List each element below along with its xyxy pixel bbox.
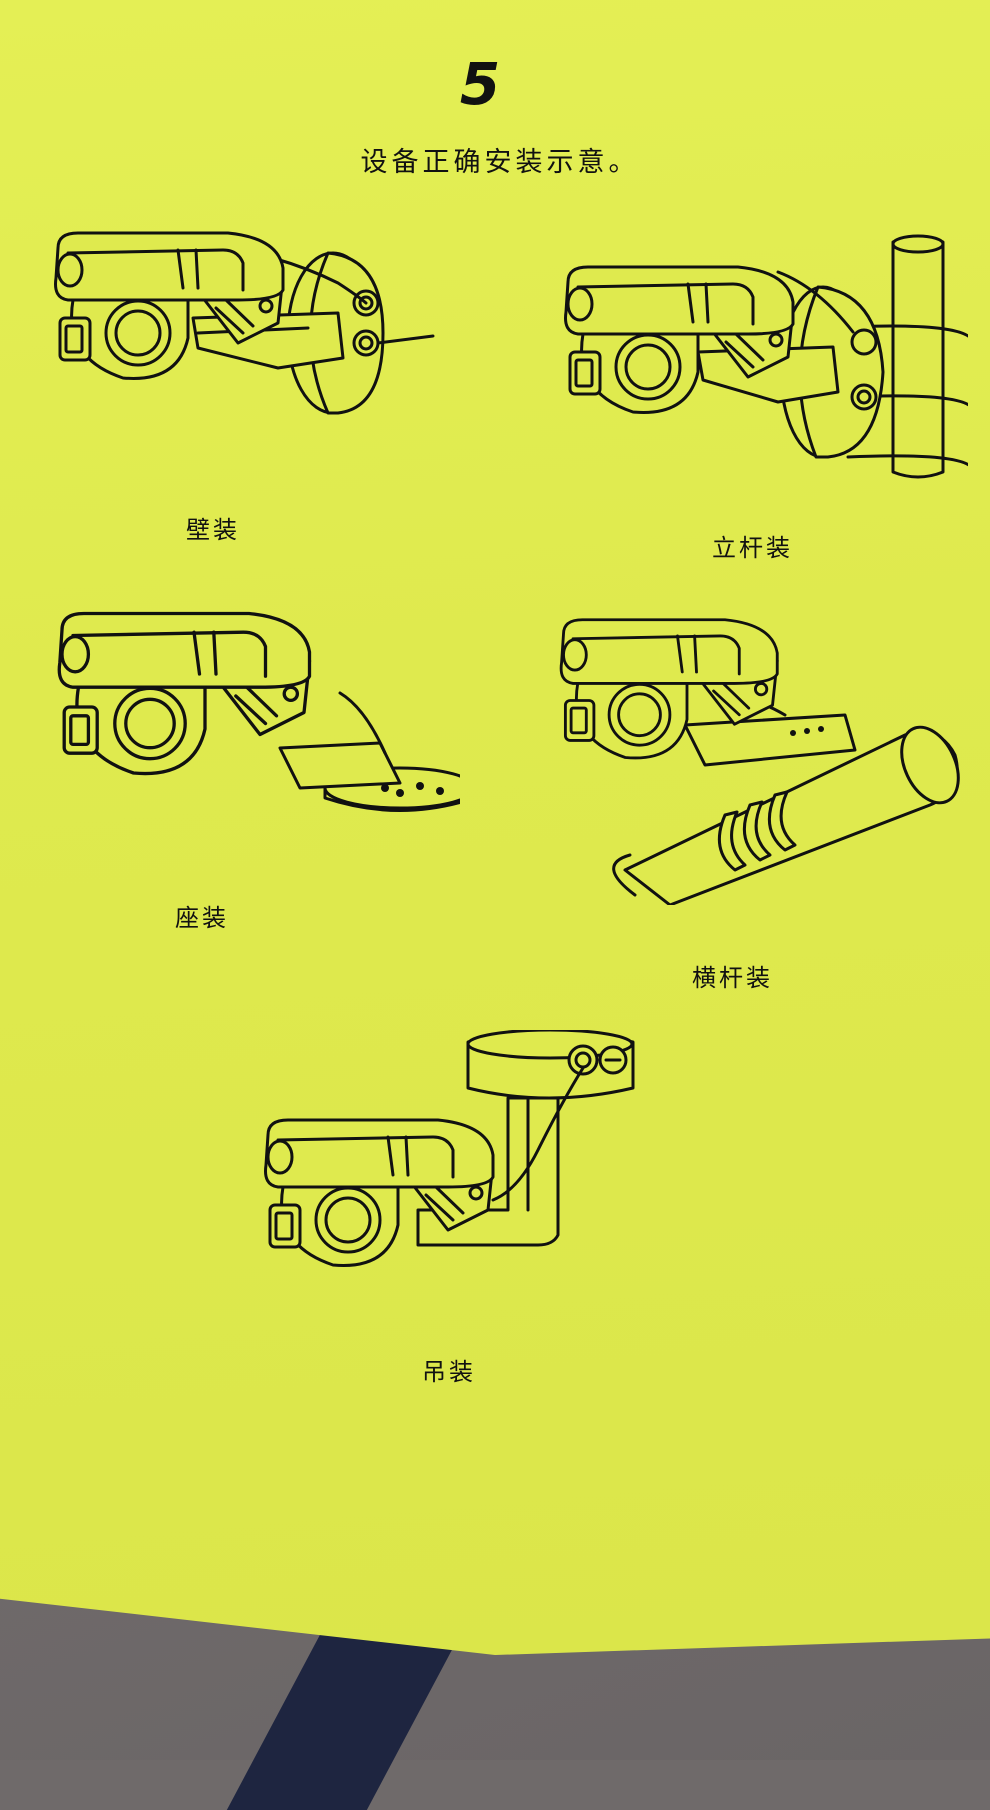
- caption-ceiling: 吊装: [422, 1358, 476, 1386]
- pole-mount-figure: [564, 234, 968, 479]
- page-title: 设备正确安装示意。: [360, 147, 640, 178]
- ceiling-mount-figure: [264, 1030, 635, 1267]
- caption-crossbar: 横杆装: [692, 964, 773, 992]
- caption-pole: 立杆装: [712, 534, 793, 562]
- instruction-sheet: 5 设备正确安装示意。: [0, 0, 990, 1655]
- wall-mount-figure: [54, 231, 435, 415]
- caption-wall: 壁装: [186, 516, 240, 544]
- page-number: 5: [459, 50, 501, 118]
- crossbar-mount-figure: [559, 618, 960, 905]
- base-mount-figure: [57, 611, 460, 812]
- caption-base: 座装: [175, 904, 229, 932]
